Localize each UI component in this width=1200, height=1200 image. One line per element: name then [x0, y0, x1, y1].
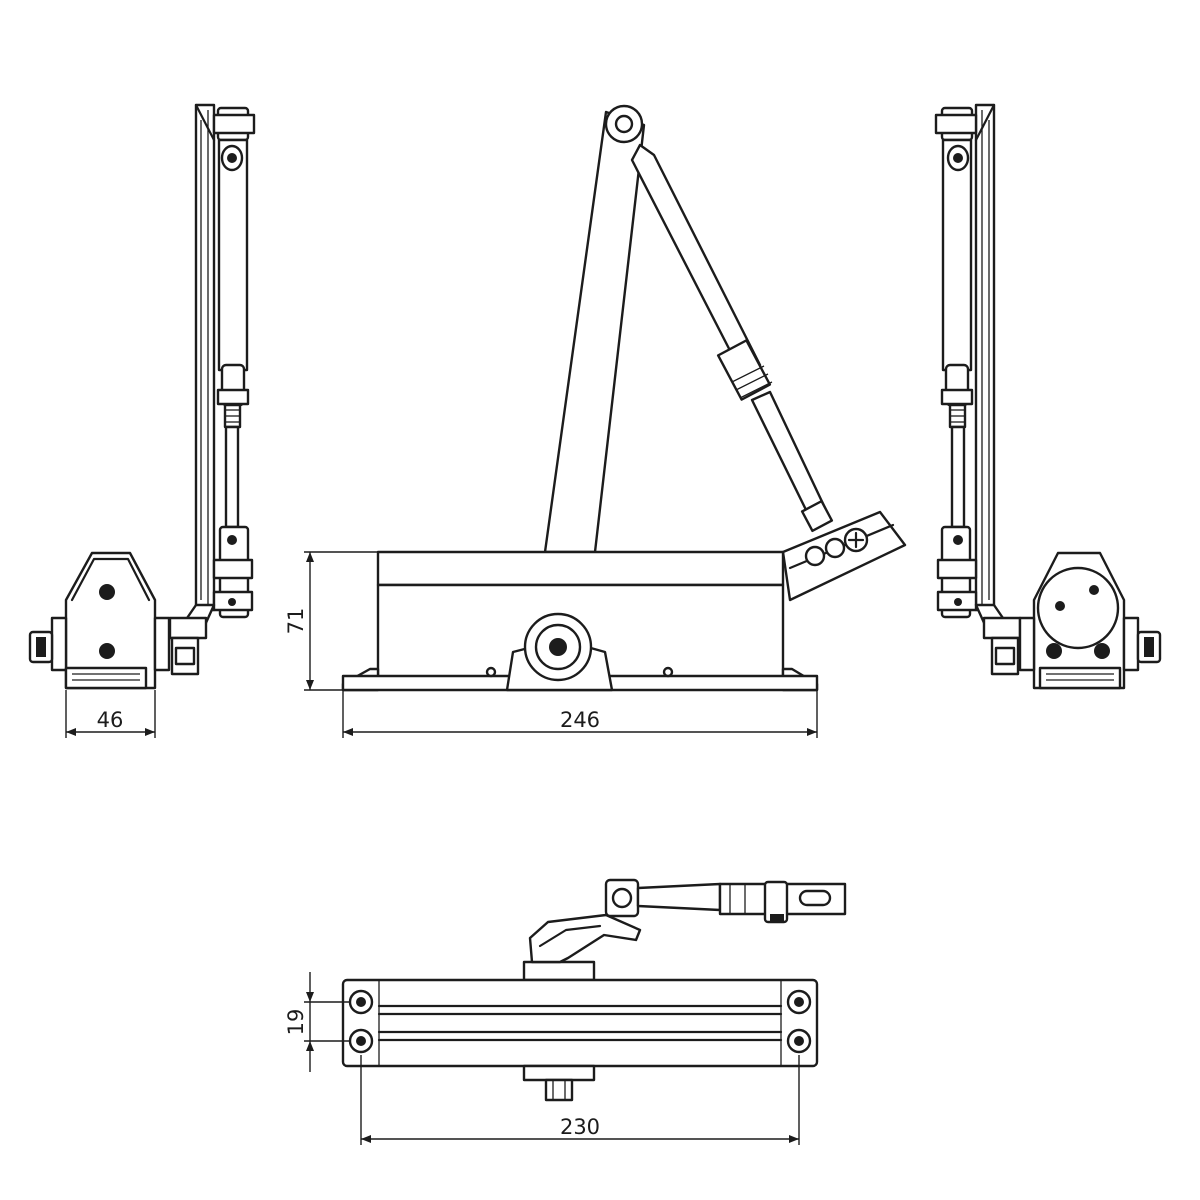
right-side-view	[934, 103, 1162, 690]
dimension-19: 19	[284, 972, 350, 1072]
dimension-71: 71	[284, 551, 378, 691]
dimension-46: 46	[65, 690, 156, 738]
dimension-19-label: 19	[284, 1009, 308, 1036]
dimension-246-label: 246	[560, 708, 600, 732]
left-side-view	[28, 103, 256, 690]
dimension-71-label: 71	[284, 608, 308, 635]
dimension-46-label: 46	[97, 708, 124, 732]
dimension-230: 230	[360, 1055, 800, 1145]
dimension-246: 246	[342, 690, 818, 738]
dimension-230-label: 230	[560, 1115, 600, 1139]
top-view	[341, 878, 847, 1102]
front-view	[341, 104, 907, 692]
